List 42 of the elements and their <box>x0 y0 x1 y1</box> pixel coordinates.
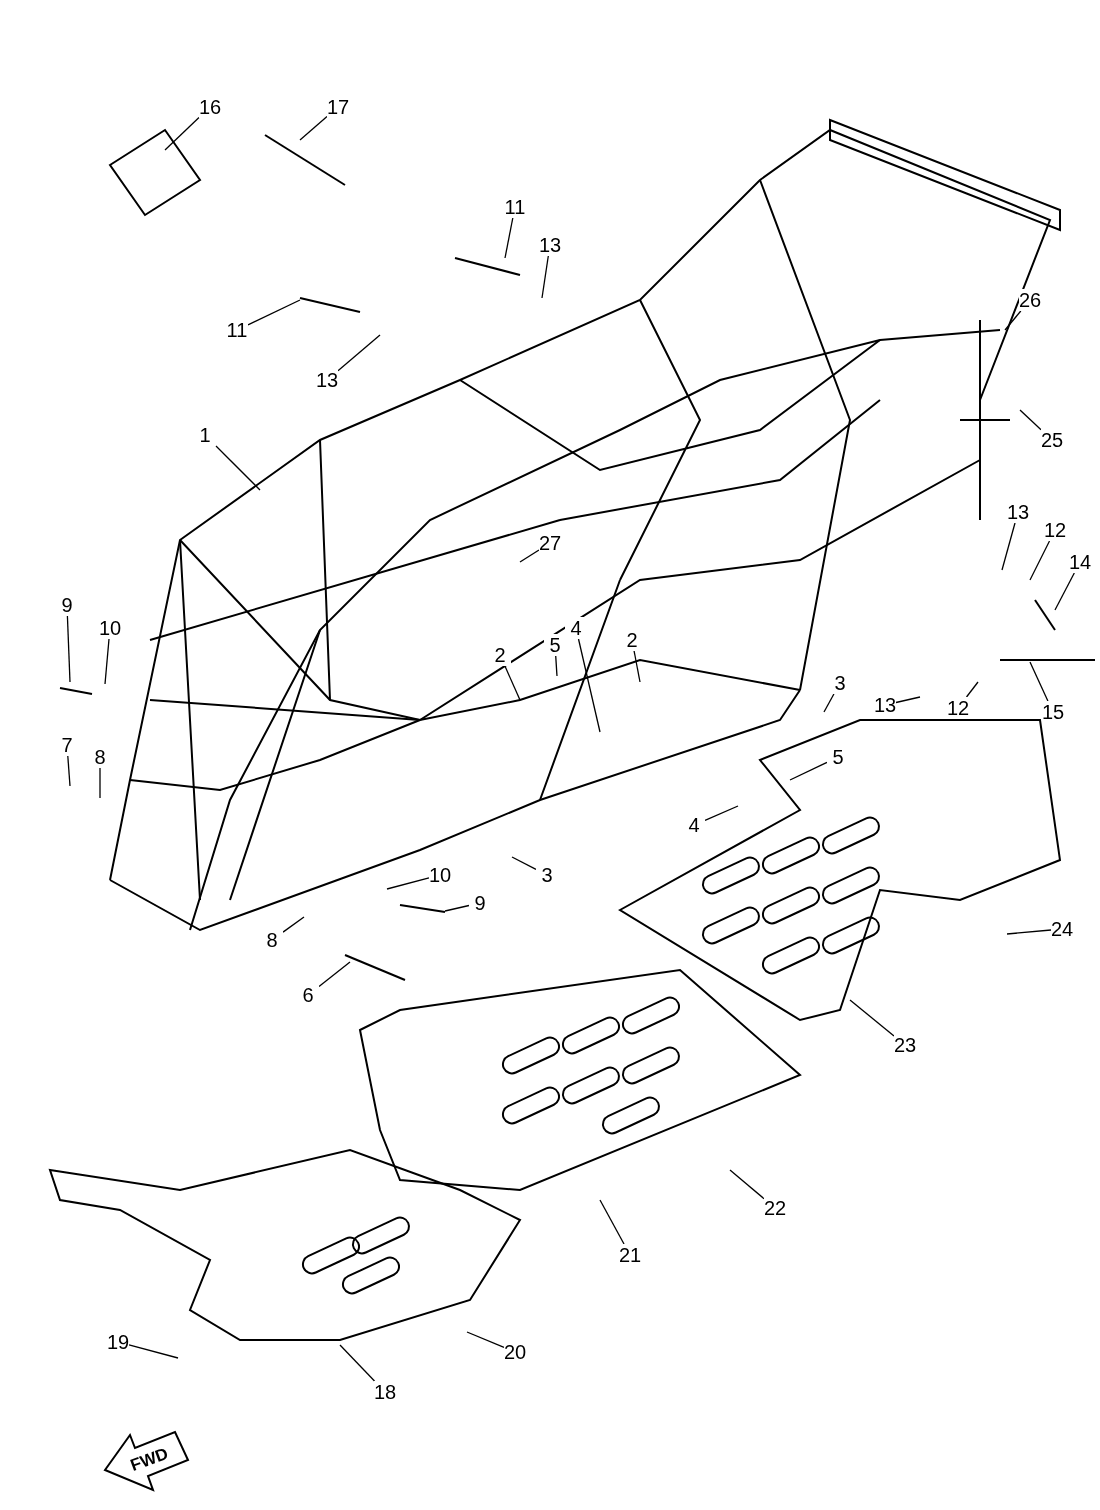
callout-number: 4 <box>565 617 587 639</box>
leader-line <box>66 615 71 683</box>
leader-line <box>729 1169 765 1200</box>
direction-label: FWD <box>127 1444 171 1476</box>
leader-line <box>282 916 305 933</box>
leader-line <box>704 805 739 821</box>
leader-line <box>789 761 828 781</box>
leader-line <box>895 696 921 704</box>
leader-line <box>1029 540 1051 581</box>
leader-line <box>247 299 301 326</box>
leader-line <box>339 1344 376 1382</box>
leader-line <box>519 549 540 563</box>
leader-line <box>1006 929 1052 935</box>
leader-line <box>504 217 514 259</box>
leader-line <box>444 904 470 912</box>
leader-line <box>1019 409 1042 431</box>
leader-line <box>504 665 521 701</box>
leader-line <box>1054 572 1075 611</box>
leader-line <box>466 1331 505 1349</box>
leader-line <box>386 877 430 890</box>
leader-line <box>1029 661 1049 702</box>
leader-line <box>599 1199 625 1245</box>
leader-line <box>633 650 641 683</box>
leader-line <box>104 638 110 685</box>
leader-line <box>965 681 979 698</box>
leader-line <box>823 693 835 713</box>
leader-line <box>164 116 200 151</box>
leader-line <box>299 115 328 141</box>
leader-line <box>555 655 558 677</box>
leader-line <box>337 334 381 372</box>
leader-line <box>318 961 351 988</box>
leader-line <box>511 856 537 870</box>
leader-line <box>67 755 71 787</box>
leader-line <box>215 445 261 491</box>
leader-line <box>1004 310 1022 331</box>
leader-line <box>128 1344 179 1359</box>
callout-number: 26 <box>1019 289 1041 311</box>
leader-line <box>541 255 549 299</box>
leader-line <box>577 638 601 733</box>
leader-line <box>849 999 895 1037</box>
leader-line <box>99 767 101 799</box>
leader-line <box>1001 522 1016 571</box>
